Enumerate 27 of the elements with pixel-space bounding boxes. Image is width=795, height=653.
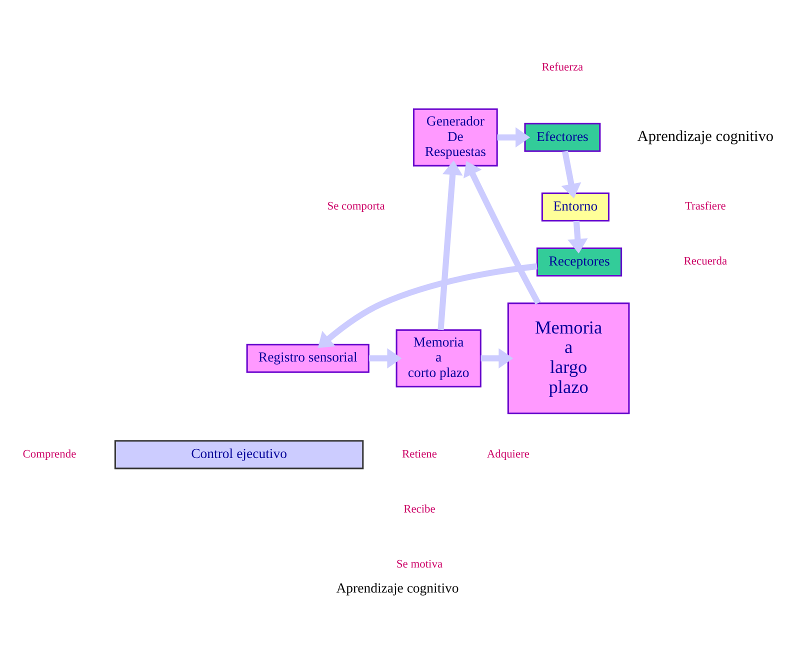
arrow <box>438 160 463 330</box>
label: Trasfiere <box>684 200 726 212</box>
label: Retiene <box>402 448 437 460</box>
arrow <box>480 348 514 368</box>
node-box: Generador De Respuestas <box>412 108 498 166</box>
node-box: Receptores <box>536 246 622 276</box>
label: Refuerza <box>542 60 584 73</box>
label: Adquiere <box>486 448 530 460</box>
node-box: Entorno <box>541 192 610 221</box>
arrow <box>368 348 402 368</box>
label: Recuerda <box>684 255 728 268</box>
label: Comprende <box>22 448 76 460</box>
caption: Aprendizaje cognitivo <box>336 580 459 596</box>
diagram-title: Aprendizaje cognitivo <box>637 128 774 145</box>
arrow <box>497 126 530 148</box>
node-box: Control ejecutivo <box>114 440 364 469</box>
label: Se motiva <box>396 558 443 570</box>
node-box: Efectores <box>524 122 601 152</box>
arrow <box>561 150 582 198</box>
arrow <box>318 262 538 348</box>
node-box: Memoria a largo plazo <box>507 302 630 414</box>
node-box: Memoria a corto plazo <box>396 328 482 387</box>
arrow <box>568 220 588 253</box>
arrow <box>463 160 541 304</box>
label: Recibe <box>404 502 436 515</box>
node-box: Registro sensorial <box>246 343 370 372</box>
label: Se comporta <box>327 200 385 212</box>
